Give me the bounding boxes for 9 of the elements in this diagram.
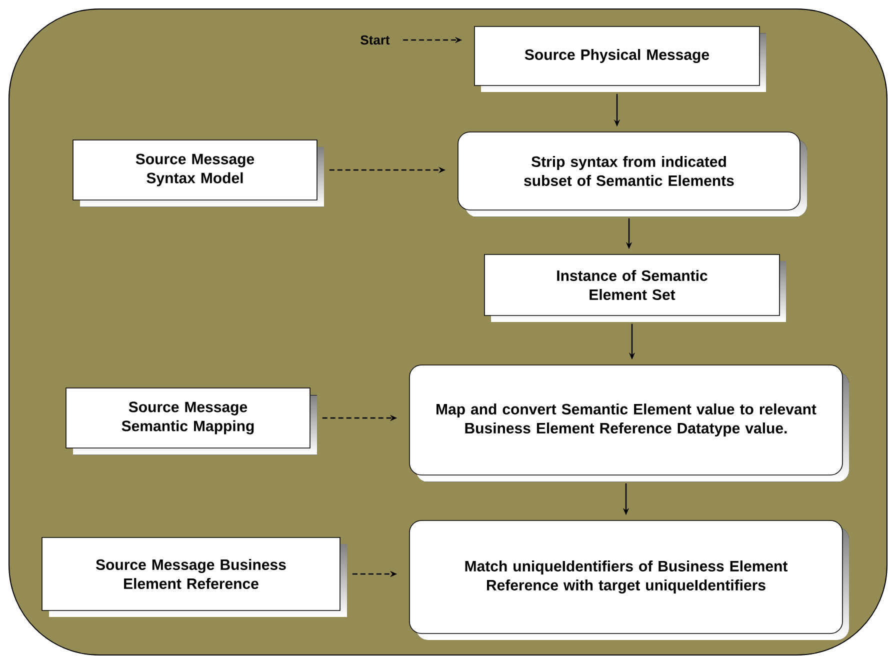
process-box: Match uniqueIdentifiers of Business Element Reference with target uniqueIdentifiers (409, 520, 849, 640)
start-label: Start (360, 35, 390, 45)
process-box: Strip syntax from indicated subset of Semantic Elements (458, 132, 807, 217)
process-box: Map and convert Semantic Element value to relevant Business Element Reference Datatype value. (409, 364, 849, 482)
input-box: Source Physical Message (474, 26, 766, 92)
input-box: Source Message Semantic Mapping (66, 388, 317, 455)
input-box: Source Message Syntax Model (72, 140, 324, 207)
input-box: Source Message Business Element Reference (42, 537, 347, 617)
input-box: Instance of Semantic Element Set (484, 254, 786, 322)
